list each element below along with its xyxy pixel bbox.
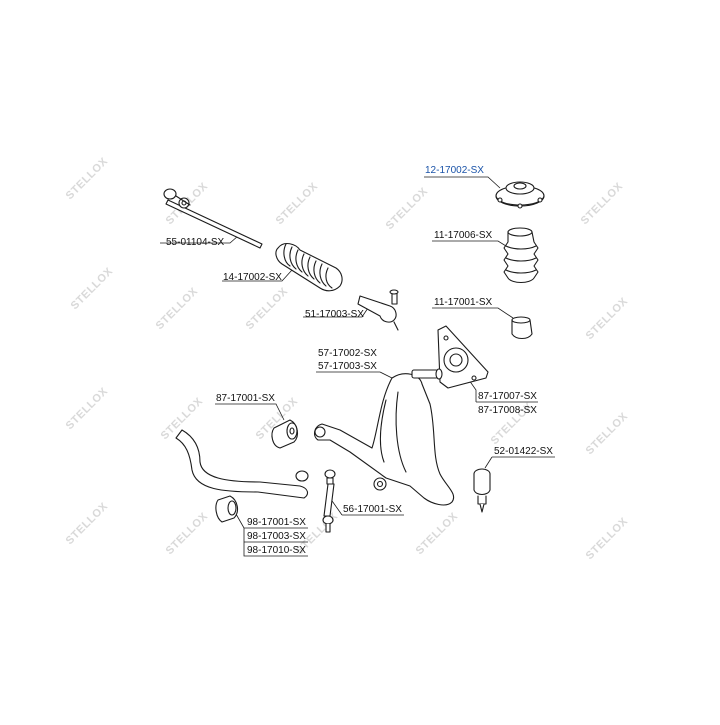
parts-layer (163, 181, 545, 533)
svg-text:STELLOX: STELLOX (274, 180, 321, 227)
watermark-logo: STELLOX (64, 500, 111, 547)
label-link: 56-17001-SX (343, 504, 402, 515)
svg-text:STELLOX: STELLOX (64, 385, 111, 432)
control-arm-part (313, 368, 455, 506)
bump-boot-part (503, 227, 539, 284)
label-control-arm-2: 57-17003-SX (318, 361, 377, 372)
label-bump-stop: 11-17001-SX (434, 297, 493, 308)
tie-rod-inner-part (163, 188, 263, 249)
watermark-logo: STELLOX (579, 180, 626, 227)
svg-text:STELLOX: STELLOX (414, 510, 461, 557)
svg-text:STELLOX: STELLOX (384, 185, 431, 232)
steering-boot-part (275, 242, 343, 292)
watermark-logo: STELLOX (584, 515, 631, 562)
watermark-logo: STELLOX (64, 385, 111, 432)
watermark-logo: STELLOX (414, 510, 461, 557)
leader-control-arm (316, 371, 401, 383)
watermark-logo: STELLOX (154, 285, 201, 332)
label-steering-boot: 14-17002-SX (223, 272, 282, 283)
label-tie-rod-inner: 55-01104-SX (166, 237, 225, 248)
watermark-logo: STELLOX (244, 285, 291, 332)
leader-strut-mount (424, 176, 501, 189)
watermark-logo: STELLOX (274, 180, 321, 227)
label-stab-bushing-1: 98-17001-SX (247, 517, 306, 528)
watermark-logo: STELLOX (64, 155, 111, 202)
svg-text:STELLOX: STELLOX (584, 515, 631, 562)
svg-text:STELLOX: STELLOX (579, 180, 626, 227)
leader-lines (160, 176, 555, 557)
stab-bushing-part (215, 495, 239, 523)
label-stab-bushing-3: 98-17010-SX (247, 545, 306, 556)
watermark-logo: STELLOX (69, 265, 116, 312)
tie-rod-end-part (357, 289, 399, 331)
leader-bump-stop (432, 307, 514, 319)
label-bump-boot: 11-17006-SX (434, 230, 493, 241)
leader-front-bushing (215, 403, 285, 421)
stabilizer-bar-part (175, 429, 309, 499)
label-arm-bushing-1: 87-17007-SX (478, 391, 537, 402)
svg-text:STELLOX: STELLOX (64, 155, 111, 202)
label-ball-joint: 52-01422-SX (494, 446, 553, 457)
leader-tie-rod-inner (160, 235, 239, 244)
label-tie-rod-end: 51-17003-SX (305, 309, 364, 320)
watermark-logo: STELLOX (384, 185, 431, 232)
stab-link-part (322, 469, 336, 533)
svg-text:STELLOX: STELLOX (584, 295, 631, 342)
leader-steering-boot (222, 269, 293, 282)
label-front-bushing: 87-17001-SX (216, 393, 275, 404)
label-stab-bushing-2: 98-17003-SX (247, 531, 306, 542)
svg-text:STELLOX: STELLOX (164, 510, 211, 557)
ball-joint-part (473, 468, 491, 513)
leader-tie-rod-end (303, 307, 369, 318)
svg-text:STELLOX: STELLOX (64, 500, 111, 547)
svg-text:STELLOX: STELLOX (69, 265, 116, 312)
label-arm-bushing-2: 87-17008-SX (478, 405, 537, 416)
leader-bump-boot (432, 240, 507, 247)
label-strut-mount: 12-17002-SX (425, 165, 484, 176)
front-bushing-part (271, 419, 299, 449)
svg-text:STELLOX: STELLOX (154, 285, 201, 332)
label-control-arm-1: 57-17002-SX (318, 348, 377, 359)
leader-ball-joint-tail (484, 456, 493, 469)
leader-stab-bushing (235, 513, 308, 557)
watermark-logo: STELLOX (584, 410, 631, 457)
strut-mount-part (495, 181, 545, 209)
watermark-logo: STELLOX (584, 295, 631, 342)
arm-bushing-part (437, 325, 489, 389)
bump-stop-part (511, 316, 533, 340)
svg-text:STELLOX: STELLOX (584, 410, 631, 457)
watermark-logo: STELLOX (164, 510, 211, 557)
svg-text:STELLOX: STELLOX (244, 285, 291, 332)
